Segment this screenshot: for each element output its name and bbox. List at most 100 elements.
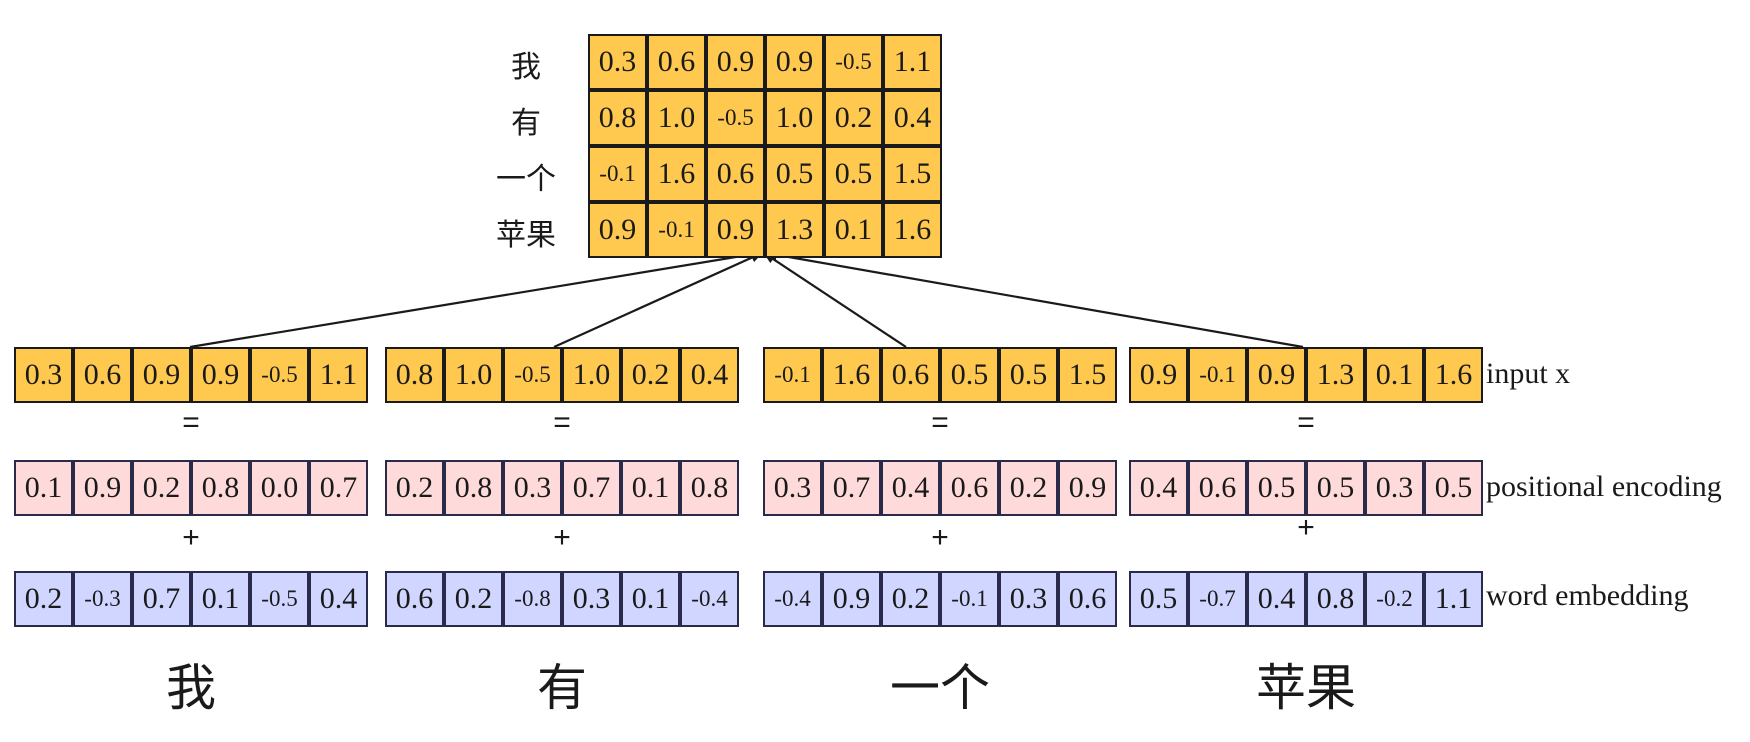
- input-vector-cell: 0.9: [191, 347, 250, 403]
- embedding-vector-cell: -0.8: [503, 571, 562, 627]
- positional-vector-cell: 0.2: [132, 460, 191, 516]
- input-vector-cell: 0.2: [621, 347, 680, 403]
- plus-sign: +: [1297, 511, 1315, 544]
- input-vector-cell: 0.3: [14, 347, 73, 403]
- positional-vector-cell: 0.4: [881, 460, 940, 516]
- embedding-vector-cell: -0.1: [940, 571, 999, 627]
- embedding-vector-cell: 0.7: [132, 571, 191, 627]
- matrix-cell: 1.6: [647, 146, 706, 202]
- matrix-cell: 1.1: [883, 34, 942, 90]
- matrix-cell: 0.8: [588, 90, 647, 146]
- positional-vector-cell: 0.9: [73, 460, 132, 516]
- embedding-vector-cell: 0.1: [191, 571, 250, 627]
- matrix-cell: 0.3: [588, 34, 647, 90]
- input-vector-cell: 1.0: [562, 347, 621, 403]
- embedding-vector-cell: -0.5: [250, 571, 309, 627]
- positional-vector-cell: 0.2: [999, 460, 1058, 516]
- embedding-vector-cell: 0.2: [881, 571, 940, 627]
- positional-vector-cell: 0.8: [191, 460, 250, 516]
- plus-sign: +: [931, 521, 949, 554]
- embedding-vector-cell: 0.6: [385, 571, 444, 627]
- input-vector-cell: 1.0: [444, 347, 503, 403]
- positional-row-label: positional encoding: [1486, 470, 1722, 503]
- positional-vector-cell: 0.8: [444, 460, 503, 516]
- embedding-vector-cell: -0.4: [680, 571, 739, 627]
- plus-sign: +: [553, 521, 571, 554]
- positional-vector-cell: 0.9: [1058, 460, 1117, 516]
- matrix-cell: 1.5: [883, 146, 942, 202]
- matrix-cell: 0.9: [706, 202, 765, 258]
- embedding-vector-cell: 0.2: [444, 571, 503, 627]
- input-vector-cell: 0.1: [1365, 347, 1424, 403]
- embedding-vector-cell: 0.1: [621, 571, 680, 627]
- matrix-cell: 0.6: [647, 34, 706, 90]
- matrix-cell: 1.3: [765, 202, 824, 258]
- matrix-cell: 0.5: [765, 146, 824, 202]
- positional-vector-cell: 0.2: [385, 460, 444, 516]
- positional-vector-cell: 0.6: [1188, 460, 1247, 516]
- positional-vector-cell: 0.5: [1424, 460, 1483, 516]
- positional-vector-cell: 0.1: [14, 460, 73, 516]
- input-row-label: input x: [1486, 357, 1571, 390]
- input-vector-cell: 1.5: [1058, 347, 1117, 403]
- input-vector-cell: 0.5: [940, 347, 999, 403]
- token-word-label: 我: [166, 659, 216, 717]
- positional-vector-cell: 0.0: [250, 460, 309, 516]
- input-vector-cell: 1.3: [1306, 347, 1365, 403]
- input-vector-cell: -0.5: [250, 347, 309, 403]
- matrix-cell: -0.5: [824, 34, 883, 90]
- arrow-to-matrix: [189, 249, 761, 349]
- positional-vector-cell: 0.1: [621, 460, 680, 516]
- matrix-row-label: 一个: [496, 162, 556, 197]
- equals-sign: =: [1297, 406, 1315, 439]
- embedding-vector-cell: -0.7: [1188, 571, 1247, 627]
- token-word-label: 有: [537, 659, 587, 717]
- matrix-cell: 0.4: [883, 90, 942, 146]
- positional-vector-cell: 0.5: [1247, 460, 1306, 516]
- equals-sign: =: [931, 406, 949, 439]
- input-vector-cell: 0.8: [385, 347, 444, 403]
- positional-vector-cell: 0.5: [1306, 460, 1365, 516]
- matrix-cell: 1.0: [647, 90, 706, 146]
- matrix-cell: -0.1: [588, 146, 647, 202]
- plus-sign: +: [182, 521, 200, 554]
- positional-vector-cell: 0.4: [1129, 460, 1188, 516]
- embedding-vector-cell: -0.4: [763, 571, 822, 627]
- embedding-vector-cell: 0.4: [309, 571, 368, 627]
- arrow-to-matrix: [765, 249, 1304, 349]
- matrix-cell: -0.5: [706, 90, 765, 146]
- positional-vector-cell: 0.3: [1365, 460, 1424, 516]
- input-vector-cell: 1.1: [309, 347, 368, 403]
- input-vector-cell: -0.5: [503, 347, 562, 403]
- matrix-cell: 0.5: [824, 146, 883, 202]
- embedding-vector-cell: 0.9: [822, 571, 881, 627]
- positional-vector-cell: 0.8: [680, 460, 739, 516]
- embedding-vector-cell: 0.4: [1247, 571, 1306, 627]
- matrix-cell: 0.6: [706, 146, 765, 202]
- embedding-vector-cell: -0.2: [1365, 571, 1424, 627]
- positional-vector-cell: 0.3: [763, 460, 822, 516]
- embedding-vector-cell: -0.3: [73, 571, 132, 627]
- input-vector-cell: 1.6: [822, 347, 881, 403]
- input-vector-cell: 0.9: [1129, 347, 1188, 403]
- embedding-vector-cell: 0.8: [1306, 571, 1365, 627]
- matrix-cell: 0.9: [765, 34, 824, 90]
- token-word-label: 一个: [890, 659, 990, 717]
- matrix-row-label: 我: [511, 50, 541, 85]
- embedding-row-label: word embedding: [1486, 579, 1689, 612]
- matrix-cell: 1.6: [883, 202, 942, 258]
- positional-vector-cell: 0.7: [562, 460, 621, 516]
- positional-vector-cell: 0.7: [309, 460, 368, 516]
- matrix-cell: -0.1: [647, 202, 706, 258]
- embedding-vector-cell: 0.3: [562, 571, 621, 627]
- input-vector-cell: 0.4: [680, 347, 739, 403]
- matrix-cell: 0.9: [588, 202, 647, 258]
- embedding-vector-cell: 0.2: [14, 571, 73, 627]
- equals-sign: =: [182, 406, 200, 439]
- input-vector-cell: 1.6: [1424, 347, 1483, 403]
- positional-vector-cell: 0.6: [940, 460, 999, 516]
- matrix-cell: 0.2: [824, 90, 883, 146]
- token-word-label: 苹果: [1256, 659, 1356, 717]
- matrix-row-label: 苹果: [496, 218, 556, 253]
